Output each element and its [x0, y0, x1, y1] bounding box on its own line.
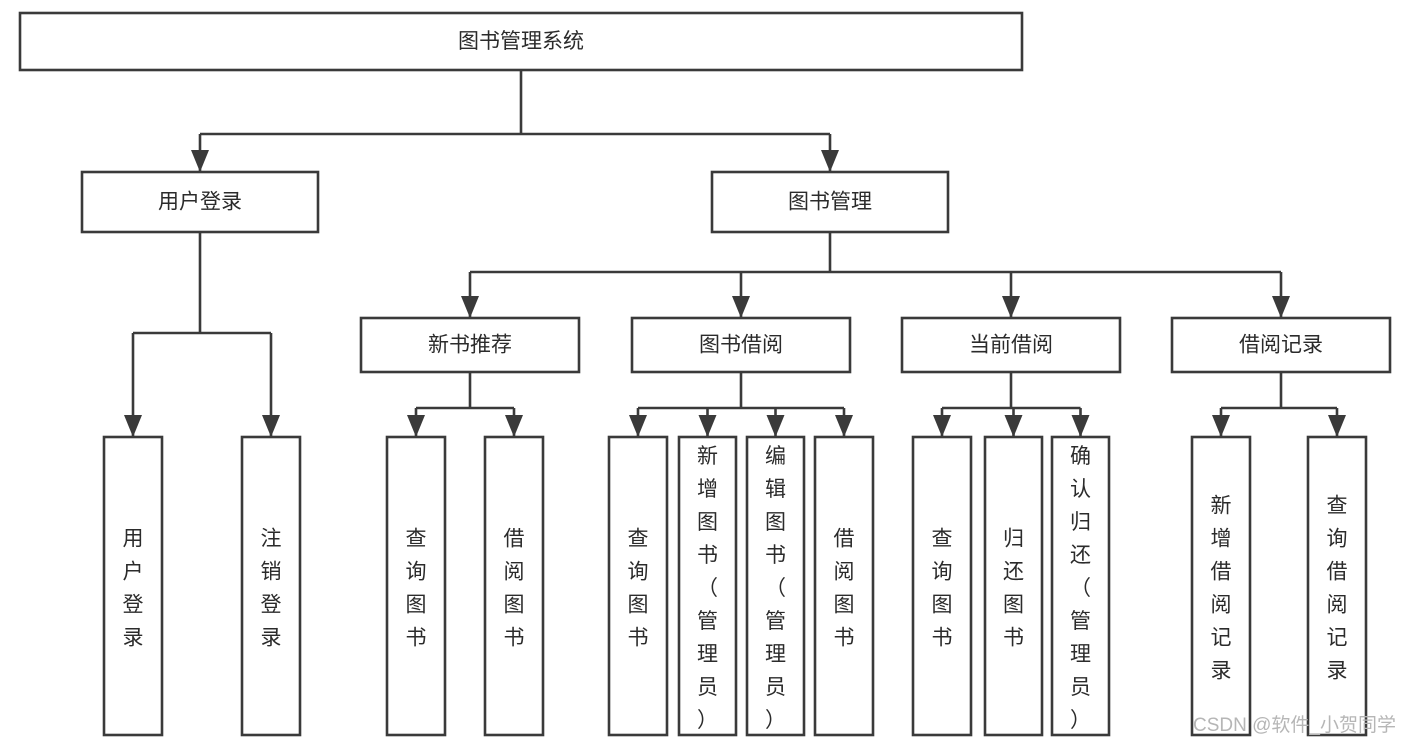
arrow-head-new-book-recommend	[461, 296, 479, 318]
node-box-book-borrow	[630, 316, 852, 374]
arrow-head-leaf-add-book-admin	[698, 415, 717, 437]
arrow-head-leaf-user-login	[124, 415, 142, 437]
node-box-leaf-edit-book-admin	[745, 435, 806, 737]
node-box-user-login	[80, 170, 320, 234]
nodes-layer: 图书管理系统用户登录图书管理用户登录注销登录新书推荐图书借阅当前借阅借阅记录查询…	[18, 11, 1392, 737]
node-label-leaf-add-book-admin: 新增图书（管理员）	[697, 445, 718, 732]
arrow-head-book-management	[821, 150, 839, 172]
node-box-leaf-query-book-3	[911, 435, 973, 737]
node-box-current-borrow	[900, 316, 1122, 374]
node-new-book-recommend[interactable]: 新书推荐	[359, 316, 581, 374]
node-box-leaf-query-book-1	[385, 435, 447, 737]
node-box-leaf-return-book	[983, 435, 1044, 737]
node-label-borrow-record: 借阅记录	[1239, 334, 1323, 357]
node-box-book-management	[710, 170, 950, 234]
node-leaf-user-login[interactable]: 用户登录	[102, 435, 164, 737]
arrow-head-current-borrow	[1002, 296, 1020, 318]
arrow-head-leaf-borrow-book-1	[505, 415, 523, 437]
node-leaf-query-book-2[interactable]: 查询图书	[607, 435, 669, 737]
node-user-login[interactable]: 用户登录	[80, 170, 320, 234]
node-box-leaf-user-login	[102, 435, 164, 737]
node-leaf-user-logout[interactable]: 注销登录	[240, 435, 302, 737]
node-box-leaf-query-book-2	[607, 435, 669, 737]
arrow-head-leaf-add-borrow-record	[1212, 415, 1230, 437]
node-label-root: 图书管理系统	[458, 30, 584, 53]
node-label-leaf-borrow-book-2: 借阅图书	[834, 528, 855, 650]
node-label-leaf-add-borrow-record: 新增借阅记录	[1211, 495, 1232, 683]
node-box-borrow-record	[1170, 316, 1392, 374]
node-label-leaf-query-book-2: 查询图书	[628, 528, 649, 650]
arrow-head-leaf-edit-book-admin	[766, 415, 785, 437]
node-box-leaf-add-borrow-record	[1190, 435, 1252, 737]
node-leaf-query-book-3[interactable]: 查询图书	[911, 435, 973, 737]
node-box-leaf-add-book-admin	[677, 435, 738, 737]
node-label-leaf-user-logout: 注销登录	[261, 528, 282, 650]
arrow-head-leaf-return-book	[1004, 415, 1023, 437]
node-box-leaf-user-logout	[240, 435, 302, 737]
arrow-head-leaf-user-logout	[262, 415, 280, 437]
node-leaf-query-borrow-record[interactable]: 查询借阅记录	[1306, 435, 1368, 737]
node-label-book-management: 图书管理	[788, 191, 872, 214]
node-leaf-confirm-return-admin[interactable]: 确认归还（管理员）	[1050, 435, 1111, 737]
node-borrow-record[interactable]: 借阅记录	[1170, 316, 1392, 374]
node-box-leaf-confirm-return-admin	[1050, 435, 1111, 737]
node-label-user-login: 用户登录	[158, 191, 242, 214]
node-box-leaf-borrow-book-1	[483, 435, 545, 737]
arrow-head-user-login	[191, 150, 209, 172]
node-label-current-borrow: 当前借阅	[969, 334, 1053, 357]
node-leaf-query-book-1[interactable]: 查询图书	[385, 435, 447, 737]
arrow-head-leaf-confirm-return-admin	[1071, 415, 1090, 437]
node-root[interactable]: 图书管理系统	[18, 11, 1024, 72]
node-label-leaf-borrow-book-1: 借阅图书	[504, 528, 525, 650]
node-leaf-add-borrow-record[interactable]: 新增借阅记录	[1190, 435, 1252, 737]
arrow-head-leaf-query-book-3	[933, 415, 951, 437]
node-leaf-add-book-admin[interactable]: 新增图书（管理员）	[677, 435, 738, 737]
node-label-leaf-confirm-return-admin: 确认归还（管理员）	[1070, 445, 1091, 732]
node-current-borrow[interactable]: 当前借阅	[900, 316, 1122, 374]
node-leaf-borrow-book-1[interactable]: 借阅图书	[483, 435, 545, 737]
node-label-new-book-recommend: 新书推荐	[428, 334, 512, 357]
arrow-head-book-borrow	[732, 296, 750, 318]
node-book-management[interactable]: 图书管理	[710, 170, 950, 234]
node-book-borrow[interactable]: 图书借阅	[630, 316, 852, 374]
arrow-head-leaf-query-book-2	[629, 415, 647, 437]
node-box-root	[18, 11, 1024, 72]
arrow-head-borrow-record	[1272, 296, 1290, 318]
arrow-head-leaf-borrow-book-2	[835, 415, 853, 437]
node-label-leaf-query-book-1: 查询图书	[406, 528, 427, 650]
node-leaf-borrow-book-2[interactable]: 借阅图书	[813, 435, 875, 737]
node-label-book-borrow: 图书借阅	[699, 334, 783, 357]
node-label-leaf-return-book: 归还图书	[1003, 528, 1024, 650]
node-leaf-edit-book-admin[interactable]: 编辑图书（管理员）	[745, 435, 806, 737]
node-box-leaf-borrow-book-2	[813, 435, 875, 737]
node-label-leaf-edit-book-admin: 编辑图书（管理员）	[765, 445, 786, 732]
node-label-leaf-query-book-3: 查询图书	[932, 528, 953, 650]
watermark-label: CSDN @软件_小贺同学	[1193, 714, 1396, 736]
node-box-new-book-recommend	[359, 316, 581, 374]
node-leaf-return-book[interactable]: 归还图书	[983, 435, 1044, 737]
arrow-head-leaf-query-book-1	[407, 415, 425, 437]
arrow-head-leaf-query-borrow-record	[1328, 415, 1346, 437]
node-label-leaf-user-login: 用户登录	[123, 528, 144, 650]
node-label-leaf-query-borrow-record: 查询借阅记录	[1327, 495, 1348, 683]
connectors-layer	[124, 70, 1346, 437]
node-box-leaf-query-borrow-record	[1306, 435, 1368, 737]
